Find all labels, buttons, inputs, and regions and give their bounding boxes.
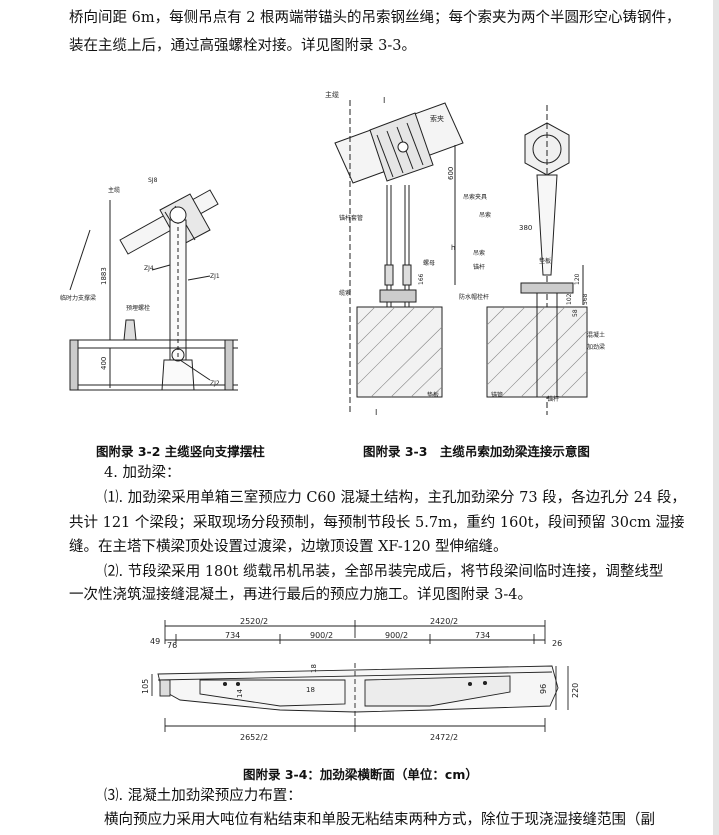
label-nut: 螺母 (423, 259, 435, 267)
dim-bottom-right: 2472/2 (430, 733, 458, 742)
label-pad-bottom: 垫板 (427, 391, 439, 399)
dim-18-top: 18 (310, 664, 318, 673)
dim-26: 26 (552, 639, 562, 648)
label-anchor-rod: 锚杆 (547, 395, 559, 403)
label-pad: 垫板 (539, 257, 551, 265)
paragraph-line: 横向预应力采用大吨位有粘结束和单股无粘结束两种方式，除位于现浇湿接缝范围（副 (104, 812, 655, 828)
label-main-cable: 主缆 (325, 90, 339, 99)
label-h: h (451, 244, 455, 252)
dim-49: 49 (150, 637, 160, 646)
dim-900-left: 900/2 (310, 631, 333, 640)
dim-18-web: 18 (306, 686, 315, 694)
paragraph-line: ⑵. 节段梁采用 180t 缆载吊机吊装，全部吊装完成后，将节段梁间临时连接，调… (104, 564, 664, 580)
figure-3-2-drawing: SJ8 主缆 ZJ4 ZJ1 ZJ2 1883 400 临时力支撑梁 预埋螺栓 (60, 177, 238, 391)
label-concrete: 混凝土 (587, 331, 605, 339)
label-stiffening-girder: 加劲梁 (587, 343, 605, 351)
section-mark-bottom: I (375, 408, 377, 417)
dim-400: 400 (100, 357, 108, 370)
figure-3-4-drawing: 2520/2 2420/2 49 76 734 900/2 900/2 734 … (141, 617, 580, 742)
dim-58: 58 (572, 309, 579, 317)
section-heading: 4. 加劲梁： (104, 465, 181, 481)
dim-220: 220 (571, 683, 580, 698)
dim-900-right: 900/2 (385, 631, 408, 640)
label-waterproof: 防水帽栓杆 (459, 293, 489, 301)
section-mark-top: I (383, 96, 385, 105)
label-hanger: 吊索 (479, 211, 491, 219)
label-anchor-sleeve: 锚杆套管 (339, 214, 363, 222)
paragraph-line: ⑶. 混凝土加劲梁预应力布置： (104, 788, 302, 804)
dim-120: 120 (574, 273, 581, 285)
figure-3-2-caption: 图附录 3-2 主缆竖向支撑摆柱 (96, 444, 265, 459)
dim-568: 568 (582, 293, 589, 305)
figure-3-3-caption: 图附录 3-3 主缆吊索加劲梁连接示意图 (363, 444, 590, 459)
paragraph-line: 缝。在主塔下横梁顶处设置过渡梁，边墩顶设置 XF-120 型伸缩缝。 (69, 539, 508, 555)
label-hanger-clamp: 吊索夹具 (463, 193, 487, 201)
dim-734-left: 734 (225, 631, 240, 640)
figure-3-3-drawing: 主缆 索夹 I I 600 锚杆套管 吊索夹具 吊索 380 吊索 锚杆 螺母 … (325, 90, 605, 417)
label-cable: 缆索 (339, 289, 351, 297)
dim-96: 96 (539, 684, 548, 694)
label-zj2: ZJ2 (210, 380, 220, 387)
dim-166: 166 (418, 273, 425, 285)
paragraph-line: 共计 121 个梁段；采取现场分段预制，每预制节段长 5.7m，重约 160t，… (69, 515, 685, 531)
dim-734-right: 734 (475, 631, 490, 640)
dim-600: 600 (447, 167, 455, 180)
page-edge (713, 0, 719, 835)
dim-14: 14 (236, 689, 244, 698)
figure-3-4-caption: 图附录 3-4：加劲梁横断面（单位：cm） (243, 767, 478, 782)
dim-105: 105 (141, 679, 150, 694)
label-anchor-tube: 锚管 (491, 391, 503, 399)
dim-102: 102 (566, 293, 573, 305)
paragraph-line: 桥向间距 6m，每侧吊点有 2 根两端带锚头的吊索钢丝绳；每个索夹为两个半圆形空… (69, 10, 681, 26)
dim-76: 76 (167, 641, 177, 650)
dim-1883: 1883 (100, 267, 108, 285)
label-clamp: 索夹 (430, 114, 444, 123)
label-hanger-tube: 吊索 (473, 249, 485, 257)
label-temp-support: 临时力支撑梁 (60, 294, 96, 302)
paragraph-line: 装在主缆上后，通过高强螺栓对接。详见图附录 3-3。 (69, 38, 416, 54)
label-anchor-rod-top: 锚杆 (473, 263, 485, 271)
paragraph-line: ⑴. 加劲梁采用单箱三室预应力 C60 混凝土结构，主孔加劲梁分 73 段，各边… (104, 490, 686, 506)
label-embedded-bolt: 预埋螺栓 (126, 304, 150, 312)
label-main-cable: 主缆 (108, 186, 120, 194)
label-zj4: ZJ4 (144, 265, 154, 272)
dim-bottom-left: 2652/2 (240, 733, 268, 742)
dim-top-right: 2420/2 (430, 617, 458, 626)
dim-top-left: 2520/2 (240, 617, 268, 626)
label-zj1: ZJ1 (210, 273, 220, 280)
paragraph-line: 一次性浇筑湿接缝混凝土，再进行最后的预应力施工。详见图附录 3-4。 (69, 587, 532, 603)
label-sj8: SJ8 (148, 177, 158, 184)
dim-380: 380 (519, 224, 532, 232)
